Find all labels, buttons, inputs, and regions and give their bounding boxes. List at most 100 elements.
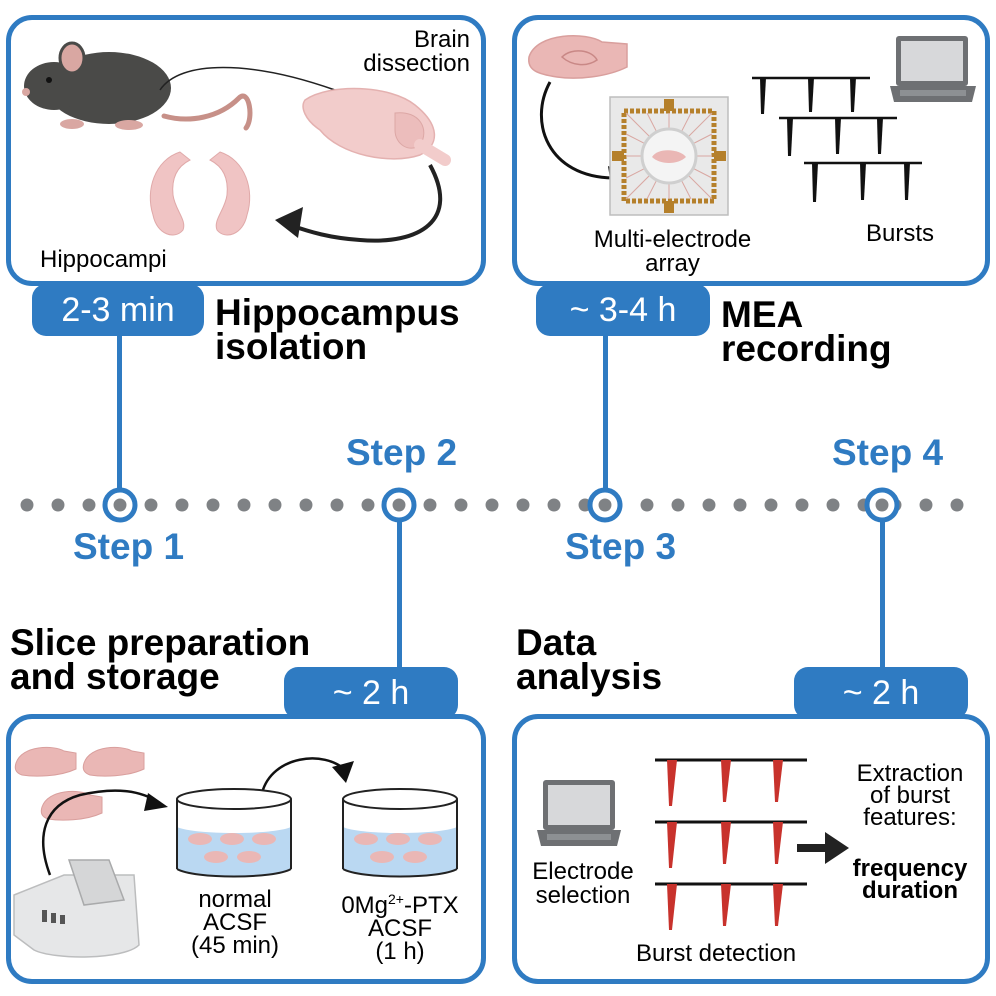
timeline-dot <box>361 498 375 512</box>
duration-pill-step3: ~ 3-4 h <box>536 284 710 336</box>
timeline-dot <box>20 498 34 512</box>
extraction-label: Extraction of burst features: <box>835 760 985 831</box>
timeline-dot <box>764 498 778 512</box>
burst-trace-icon <box>752 76 922 202</box>
timeline-dot <box>237 498 251 512</box>
timeline-dot <box>299 498 313 512</box>
duration-pill-step2: ~ 2 h <box>284 667 458 719</box>
ptx-line2: ACSF <box>367 915 432 942</box>
features-list: frequency duration <box>835 855 985 904</box>
brain-icon <box>302 87 451 166</box>
timeline-dot <box>206 498 220 512</box>
title-step2-line1: Slice preparation <box>10 622 311 663</box>
brain-label-line2: dissection <box>363 50 470 77</box>
title-step1-line1: Hippocampus <box>215 292 460 333</box>
title-step2-line2: and storage <box>10 656 220 697</box>
connector-step1 <box>117 336 122 488</box>
timeline-dot <box>795 498 809 512</box>
extract-line2: of burst <box>869 782 951 809</box>
slice-transfer-arrows <box>42 757 354 876</box>
timeline-dot <box>268 498 282 512</box>
timeline-dot <box>733 498 747 512</box>
title-step1-line2: isolation <box>215 326 368 367</box>
brain-slice-icon <box>528 35 628 79</box>
connector-step4 <box>880 520 885 672</box>
step-marker-dot <box>392 498 406 512</box>
title-step1: Hippocampus isolation <box>215 292 460 367</box>
petri-dish-ptx-icon <box>342 788 458 878</box>
step-marker-dot <box>113 498 127 512</box>
electrode-line1: Electrode <box>532 858 634 885</box>
normal-line2: ACSF <box>202 909 267 936</box>
vibratome-icon <box>13 859 140 958</box>
hippocampi-label: Hippocampi <box>40 246 167 273</box>
mea-label-line1: Multi-electrode <box>593 226 752 253</box>
electrode-line2: selection <box>535 882 631 909</box>
laptop-icon <box>890 36 976 102</box>
step-label-3: Step 3 <box>565 526 677 567</box>
brain-slices-icon <box>14 746 145 821</box>
step-label-1: Step 1 <box>73 526 185 567</box>
timeline-dot <box>919 498 933 512</box>
timeline-dot <box>454 498 468 512</box>
step-marker-dot <box>598 498 612 512</box>
normal-line3: (45 min) <box>190 932 280 959</box>
title-step3-line1: MEA <box>721 294 804 335</box>
title-step2: Slice preparation and storage <box>10 622 311 697</box>
arrow-right-icon <box>797 832 849 864</box>
mea-label: Multi-electrode array <box>565 228 780 276</box>
duration-pill-step1: 2-3 min <box>32 284 204 336</box>
timeline-dot <box>330 498 344 512</box>
title-step3: MEA recording <box>721 294 892 369</box>
timeline-dot <box>423 498 437 512</box>
mea-label-line2: array <box>645 250 700 277</box>
extract-line1: Extraction <box>856 760 964 787</box>
timeline-dot <box>702 498 716 512</box>
burst-detection-label: Burst detection <box>636 940 797 967</box>
bursts-label: Bursts <box>866 220 935 247</box>
electrode-selection-label: Electrode selection <box>518 860 648 908</box>
timeline-dot <box>950 498 964 512</box>
timeline-dot <box>547 498 561 512</box>
timeline-dot <box>175 498 189 512</box>
burst-detection-traces <box>655 758 807 930</box>
timeline-dot <box>82 498 96 512</box>
title-step4: Data analysis <box>516 622 663 697</box>
ptx-sup: 2+ <box>388 891 404 907</box>
dissection-arrow <box>159 66 443 243</box>
timeline-dot <box>485 498 499 512</box>
normal-line1: normal <box>198 886 272 913</box>
ptx-pre: 0Mg <box>341 892 389 919</box>
timeline-dot <box>144 498 158 512</box>
brain-dissection-label: Brain dissection <box>330 28 470 76</box>
timeline <box>20 487 964 523</box>
connector-step3 <box>603 336 608 488</box>
title-step4-line1: Data <box>516 622 597 663</box>
petri-dish-normal-icon <box>176 788 292 878</box>
hippocampi-icon <box>149 151 251 236</box>
feature-frequency: frequency <box>852 855 968 882</box>
timeline-dot <box>671 498 685 512</box>
mouse-icon <box>22 41 253 131</box>
duration-pill-step4: ~ 2 h <box>794 667 968 719</box>
mea-chip-icon <box>609 96 729 216</box>
laptop-icon-analysis <box>537 780 621 846</box>
timeline-dot <box>51 498 65 512</box>
normal-acsf-label: normal ACSF (45 min) <box>175 886 295 959</box>
ptx-post: -PTX <box>403 892 459 919</box>
ptx-line1: 0Mg2+-PTX <box>320 888 480 919</box>
timeline-dot <box>826 498 840 512</box>
step-label-4: Step 4 <box>832 432 944 473</box>
timeline-dot <box>640 498 654 512</box>
title-step4-line2: analysis <box>516 656 663 697</box>
step-label-2: Step 2 <box>346 432 458 473</box>
title-step3-line2: recording <box>721 328 892 369</box>
ptx-acsf-label: 0Mg2+-PTX ACSF (1 h) <box>320 888 480 965</box>
brain-label-line1: Brain <box>413 26 470 53</box>
ptx-line3: (1 h) <box>375 938 425 965</box>
timeline-dot <box>516 498 530 512</box>
connector-step2 <box>397 520 402 672</box>
feature-duration: duration <box>862 877 958 904</box>
step-marker-dot <box>875 498 889 512</box>
extract-line3: features: <box>863 804 957 831</box>
